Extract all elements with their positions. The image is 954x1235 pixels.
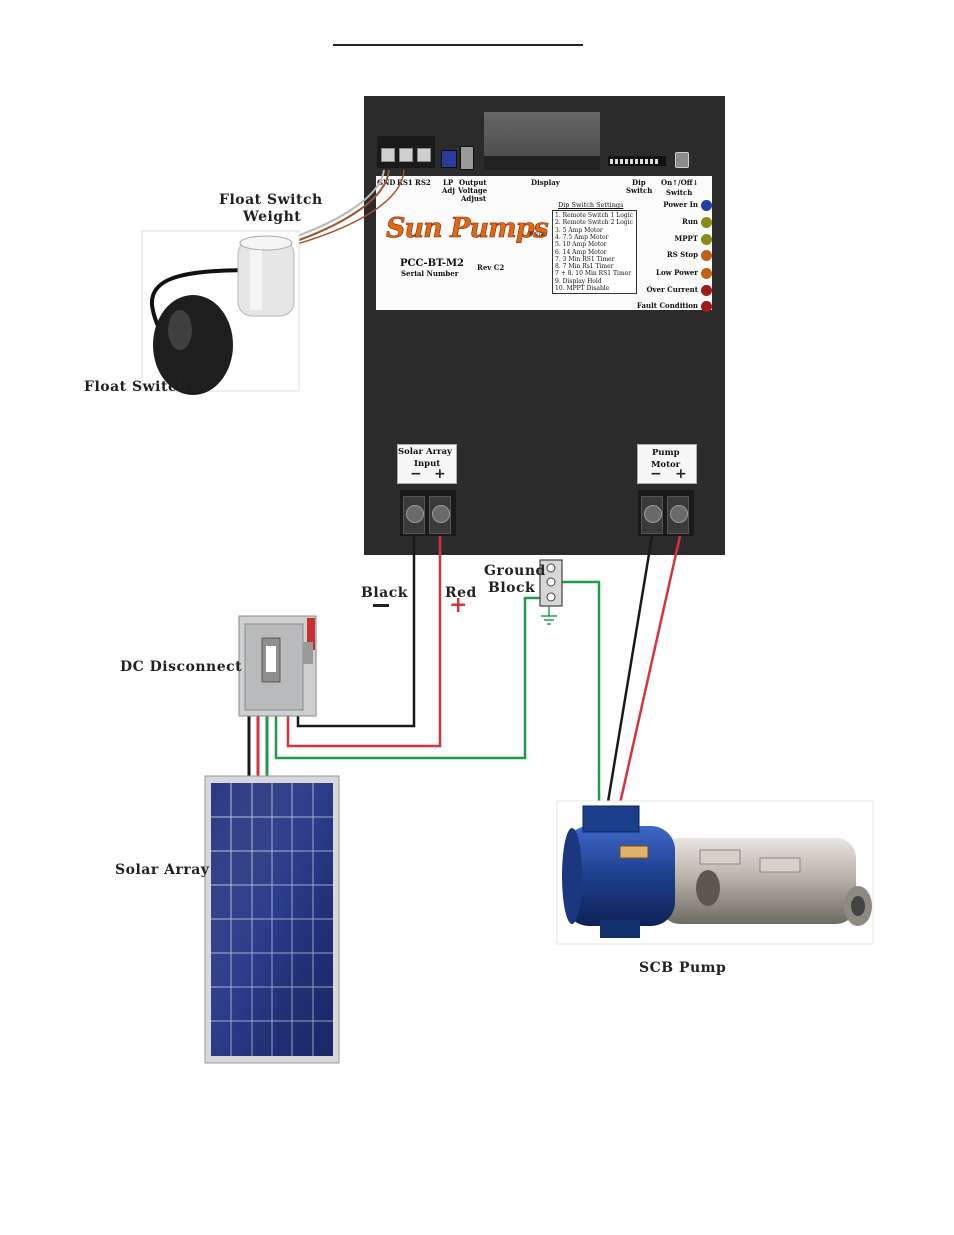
ground-wire-array <box>274 596 549 760</box>
indicator-led <box>701 217 712 228</box>
dip-setting-item: 6. 14 Amp Motor <box>555 248 607 256</box>
display-window <box>484 112 600 170</box>
logo-suffix: ® Inc. <box>528 231 548 238</box>
scb-pump-image <box>556 800 874 945</box>
dip-setting-item: 9. Display Hold <box>555 277 602 285</box>
terminal-rs1 <box>399 148 413 162</box>
indicator-led <box>701 301 712 312</box>
solar-black-wire <box>296 536 416 728</box>
solar-positive-terminal <box>429 496 451 534</box>
output-voltage-pot <box>460 146 474 170</box>
red-plus-sign: + <box>449 592 468 618</box>
black-minus-sign <box>373 604 389 607</box>
on-off-switch-label: Switch <box>666 188 693 197</box>
pump-black-wire <box>605 535 654 809</box>
float-switch-weight-label: Float Switch <box>219 192 323 208</box>
dip-settings-box <box>552 210 637 294</box>
dip-setting-item: 3. 5 Amp Motor <box>555 226 603 234</box>
indicator-label: Over Current <box>646 285 698 294</box>
pump-motor-label-box <box>637 444 697 484</box>
pump-motor-minus: − <box>650 466 662 482</box>
serial-number-label: Serial Number <box>401 269 459 278</box>
dip-setting-item: 7 + 8. 10 Min RS1 Timer <box>555 270 632 278</box>
pump-motor-sub-label: Motor <box>651 460 681 470</box>
lp-adjust-pot <box>441 150 457 168</box>
indicator-led <box>701 250 712 261</box>
solar-input-sub-label: Input <box>414 459 441 469</box>
dip-setting-item: 10. MPPT Disable <box>555 285 610 292</box>
indicator-label: RS Stop <box>666 250 698 259</box>
lp-label: LP <box>443 178 454 187</box>
model-number: PCC-BT-M2 <box>400 258 465 269</box>
solar-array-image <box>204 775 340 1064</box>
indicator-label: Run <box>682 217 698 226</box>
indicator-led <box>701 234 712 245</box>
adjust-label: Adjust <box>461 194 487 203</box>
solar-input-label-box <box>397 444 457 484</box>
indicator-led <box>701 285 712 296</box>
solar-red-wire <box>286 536 442 748</box>
dip-setting-item: 5. 10 Amp Motor <box>555 241 607 249</box>
ground-wire <box>553 580 601 810</box>
pump-motor-plus: + <box>675 466 687 482</box>
output-label: Output <box>459 178 487 187</box>
dc-disconnect-label: DC Disconnect <box>120 659 243 675</box>
revision-label: Rev C2 <box>477 263 505 272</box>
solar-negative-terminal <box>403 496 425 534</box>
pump-positive-terminal <box>667 496 689 534</box>
terminal-gnd <box>381 148 395 162</box>
float-switch-label: Float Switch <box>84 379 188 395</box>
on-off-switch <box>675 152 689 168</box>
ground-block-label: Ground <box>484 563 546 579</box>
indicator-led <box>701 200 712 211</box>
solar-input-label: Solar Array <box>398 447 452 457</box>
dip-setting-item: 1. Remote Switch 1 Logic <box>555 212 634 219</box>
indicator-led <box>701 268 712 279</box>
float-switch-wires <box>285 169 405 247</box>
on-off-label: On↑/Off↓ <box>661 178 699 187</box>
dip-settings-title: Dip Switch Settings <box>558 201 624 209</box>
pump-motor-label: Pump <box>652 448 680 458</box>
voltage-label: Voltage <box>458 186 488 195</box>
dip-label: Dip <box>632 178 646 187</box>
ground-block <box>539 559 563 625</box>
dip-setting-item: 4. 7.5 Amp Motor <box>555 233 609 241</box>
indicator-label: Fault Condition <box>636 301 698 310</box>
pump-negative-terminal <box>641 496 663 534</box>
solar-array-label: Solar Array <box>115 862 210 878</box>
sun-pumps-logo: Sun Pumps <box>386 213 549 245</box>
dip-switch-bank <box>608 156 666 166</box>
terminal-label-rs2: RS2 <box>415 178 431 187</box>
indicator-label: MPPT <box>674 234 699 243</box>
dc-disconnect-image <box>238 615 317 717</box>
scb-pump-label: SCB Pump <box>639 960 727 976</box>
solar-input-plus: + <box>434 466 446 482</box>
terminal-label-rs1: RS1 <box>397 178 413 187</box>
adj-label: Adj <box>442 186 455 195</box>
dip-setting-item: 7. 3 Min RS1 Timer <box>555 255 615 263</box>
controller-label-face <box>376 176 712 310</box>
dip-setting-item: 2. Remote Switch 2 Logic <box>555 219 634 227</box>
ground-block-label-2: Block <box>488 580 536 596</box>
solar-input-minus: − <box>410 466 422 482</box>
display-label: Display <box>531 178 560 187</box>
float-switch-image <box>141 230 300 395</box>
page-title-underline <box>333 44 583 46</box>
dip-switch-label: Switch <box>626 186 653 195</box>
indicator-label: Low Power <box>656 268 698 277</box>
pump-red-wire <box>617 535 682 809</box>
black-wire-label: Black <box>361 585 408 601</box>
terminal-rs2 <box>417 148 431 162</box>
float-switch-weight-label-2: Weight <box>243 209 302 225</box>
dip-setting-item: 8. 7 Min Rs1 Timer <box>555 263 614 271</box>
indicator-label: Power In <box>663 200 698 209</box>
red-wire-label: Red <box>445 585 477 601</box>
